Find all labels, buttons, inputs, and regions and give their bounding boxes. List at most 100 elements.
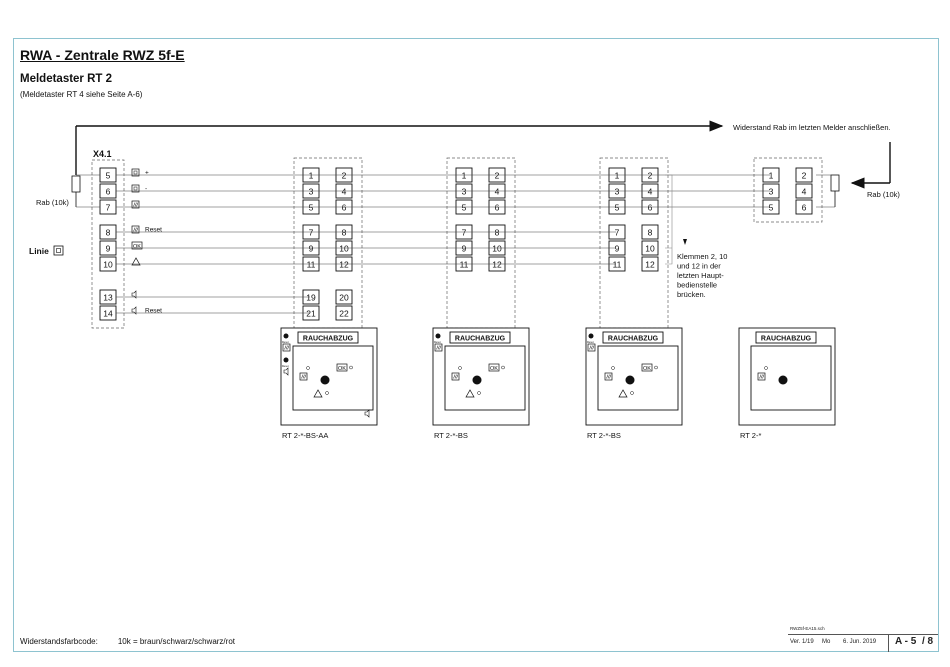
device-1-terminal-5-label: 5 [309, 203, 314, 213]
device-3-reset-dot [588, 333, 594, 339]
device-1-terminal-6-label: 6 [342, 203, 347, 213]
device-2-warning-icon [465, 389, 475, 398]
device-2-terminal-12-label: 12 [492, 260, 502, 270]
title-block-file: RWZ5f-EA15.sch [790, 626, 825, 631]
device-2-small-reset-icon [434, 343, 443, 352]
device-1-terminal-22-label: 22 [339, 309, 349, 319]
terminal-x41-13-label: 13 [103, 293, 113, 303]
device-3-reset-text: Reset [587, 341, 594, 344]
device-1-horn-reset-text: Reset [282, 365, 289, 368]
bridge-note-line-1: Klemmen 2, 10 [677, 252, 727, 261]
device-2-terminal-5-label: 5 [462, 203, 467, 213]
device-3-terminal-2-label: 2 [648, 171, 653, 181]
device-3-terminal-10 [641, 240, 659, 256]
device-2-terminal-3-label: 3 [462, 187, 467, 197]
device-2-alarm-button [472, 375, 482, 385]
device-1-terminal-12-label: 12 [339, 260, 349, 270]
terminal-x41-7-label: 7 [106, 203, 111, 213]
device-1-panel [280, 327, 378, 426]
note-pointer-icon [683, 239, 687, 245]
page-subtitle: Meldetaster RT 2 [20, 73, 113, 85]
device-1-terminal-10-label: 10 [339, 244, 349, 254]
bridge-note-line-2: und 12 in der [677, 262, 721, 271]
terminal-x41-14-label: 14 [103, 309, 113, 319]
device-1-model-label: RT 2-*-BS-AA [282, 431, 328, 440]
title-block-version: Ver. 1/19 [790, 639, 814, 645]
device-2-manual-icon [451, 372, 460, 381]
device-1-panel-title: RAUCHABZUG [303, 336, 354, 343]
device-1-manual-icon [299, 372, 308, 381]
device-2-ok-icon [488, 363, 500, 372]
signal-label-3: Reset [145, 227, 162, 234]
device-4-panel [738, 327, 836, 426]
terminal-block-label: X4.1 [93, 149, 112, 159]
device-3-panel [585, 327, 683, 426]
left-resistor-label: Rab (10k) [36, 198, 69, 207]
device-3-small-reset-icon [587, 343, 596, 352]
device-2-terminal-9-label: 9 [462, 244, 467, 254]
line-label: Linie [29, 246, 49, 256]
device-3-terminal-4-label: 4 [648, 187, 653, 197]
device-3-warning-icon [618, 389, 628, 398]
device-3-terminal-10-label: 10 [645, 244, 655, 254]
signal-label-7: Reset [145, 308, 162, 315]
ok-icon-text: OK [133, 244, 141, 250]
terminal-x41-6-label: 6 [106, 187, 111, 197]
device-3-terminal-6-label: 6 [648, 203, 653, 213]
device-1-terminal-8-label: 8 [342, 228, 347, 238]
device-4-terminal-outline [753, 157, 823, 223]
device-1-terminal-7-label: 7 [309, 228, 314, 238]
right-resistor-label: Rab (10k) [867, 190, 900, 199]
device-4-alarm-button [778, 375, 788, 385]
device-2-panel [432, 327, 530, 426]
device-1-terminal-4-label: 4 [342, 187, 347, 197]
device-1-terminal-11-label: 11 [307, 260, 316, 270]
device-2-terminal-1-label: 1 [462, 171, 467, 181]
bridge-note-line-5: brücken. [677, 290, 706, 299]
device-3-ok-icon [641, 363, 653, 372]
terminal-x41-10-label: 10 [103, 260, 113, 270]
device-1-terminal-20 [335, 289, 353, 305]
device-3-terminal-12-label: 12 [645, 260, 655, 270]
device-1-terminal-22 [335, 305, 353, 321]
terminal-x41-8-label: 8 [106, 228, 111, 238]
device-4-terminal-2 [795, 167, 813, 183]
device-4-terminal-6 [795, 199, 813, 215]
device-2-terminal-2-label: 2 [495, 171, 500, 181]
drawing-frame [13, 38, 939, 652]
bridge-note-line-3: letzten Haupt- [677, 271, 724, 280]
device-3-alarm-button [625, 375, 635, 385]
device-4-terminal-1-label: 1 [769, 171, 774, 181]
device-1-terminal-20-label: 20 [339, 293, 349, 303]
device-3-terminal-9-label: 9 [615, 244, 620, 254]
title-block: RWZ5f-EA15.sch Ver. 1/19 Mo 6. Jun. 2019… [788, 626, 938, 652]
page-title: RWA - Zentrale RWZ 5f-E [20, 47, 185, 63]
terminal-x41-9-label: 9 [106, 244, 111, 254]
device-3-terminal-11-label: 11 [613, 260, 622, 270]
device-1-small-reset-icon [282, 343, 291, 352]
color-code-label: Widerstandsfarbcode: [20, 637, 98, 646]
title-block-date: 6. Jun. 2019 [843, 639, 877, 645]
line-icon-inner [56, 248, 61, 253]
device-2-reset-dot [435, 333, 441, 339]
device-4-manual-icon [757, 372, 766, 381]
page-note: (Meldetaster RT 4 siehe Seite A-6) [20, 90, 143, 99]
device-4-terminal-4-label: 4 [802, 187, 807, 197]
device-1-ok-icon-text: OK [338, 366, 346, 372]
device-1-terminal-3-label: 3 [309, 187, 314, 197]
signal-label-1: - [145, 186, 147, 193]
device-2-reset-text: Reset [434, 341, 441, 344]
ok-icon [131, 241, 143, 250]
left-resistor-icon [71, 175, 81, 193]
device-1-terminal-19-label: 19 [306, 293, 316, 303]
device-2-panel-title: RAUCHABZUG [455, 336, 506, 343]
line-minus-icon [131, 184, 140, 193]
title-block-page: A - 5 [895, 636, 917, 647]
device-4-terminal-6-label: 6 [802, 203, 807, 213]
device-3-panel-title: RAUCHABZUG [608, 336, 659, 343]
device-1-ok-icon [336, 363, 348, 372]
line-icon [53, 245, 64, 256]
device-2-terminal-10-label: 10 [492, 244, 502, 254]
device-1-alarm-button [320, 375, 330, 385]
